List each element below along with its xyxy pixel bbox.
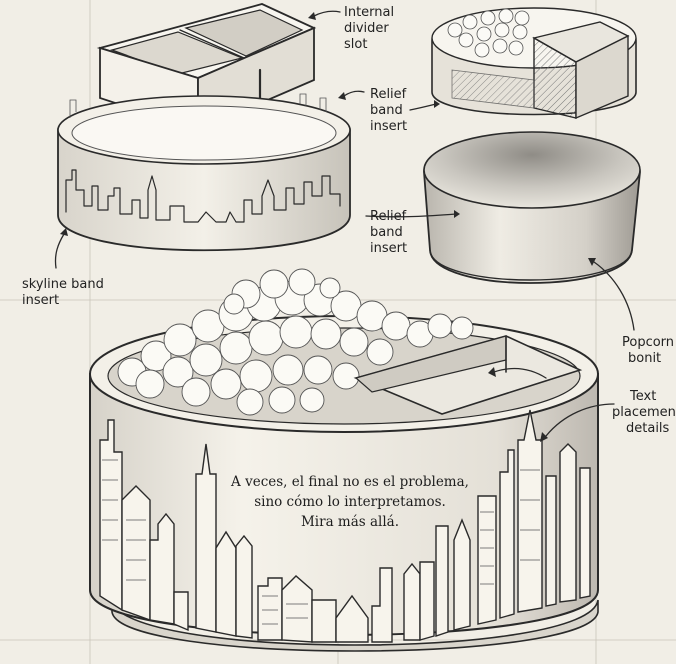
label-relief-band-insert-middle: Relief band insert [370,209,407,256]
label-popcorn-bonit: Popcorn bonit [622,335,674,366]
label-line: Popcorn [622,335,674,350]
label-line: slot [344,37,367,52]
label-line: Relief [370,87,407,102]
label-line: placemen [612,405,676,420]
label-relief-band-insert-top: Relief band insert [370,87,407,134]
label-line: skyline band [22,277,104,292]
label-line: band [370,225,403,240]
label-line: Internal [344,5,394,20]
skyline-band-ring [57,93,351,252]
quote-line-2: sino cómo lo interpretamos. [254,494,446,510]
label-text-placement-details: Text placemen details [612,389,676,436]
label-line: insert [22,293,59,308]
label-line: insert [370,241,407,256]
popcorn-cake [431,7,637,120]
quote-line-3: Mira más allá. [301,514,399,530]
label-internal-divider-slot: Internal divider slot [344,5,394,52]
label-line: Text [629,389,656,404]
label-skyline-band-insert: skyline band insert [22,277,104,308]
label-line: divider [344,21,389,36]
label-line: details [626,421,670,436]
bowl-skyline-relief [99,409,591,643]
quote-line-1: A veces, el final no es el problema, [230,474,469,490]
empty-bowl [423,131,641,284]
label-line: insert [370,119,407,134]
label-line: Relief [370,209,407,224]
bowl-quote: A veces, el final no es el problema, sin… [230,474,469,530]
label-line: bonit [628,351,661,366]
main-popcorn-bowl [89,268,599,652]
label-arrows [54,10,635,442]
label-line: band [370,103,403,118]
